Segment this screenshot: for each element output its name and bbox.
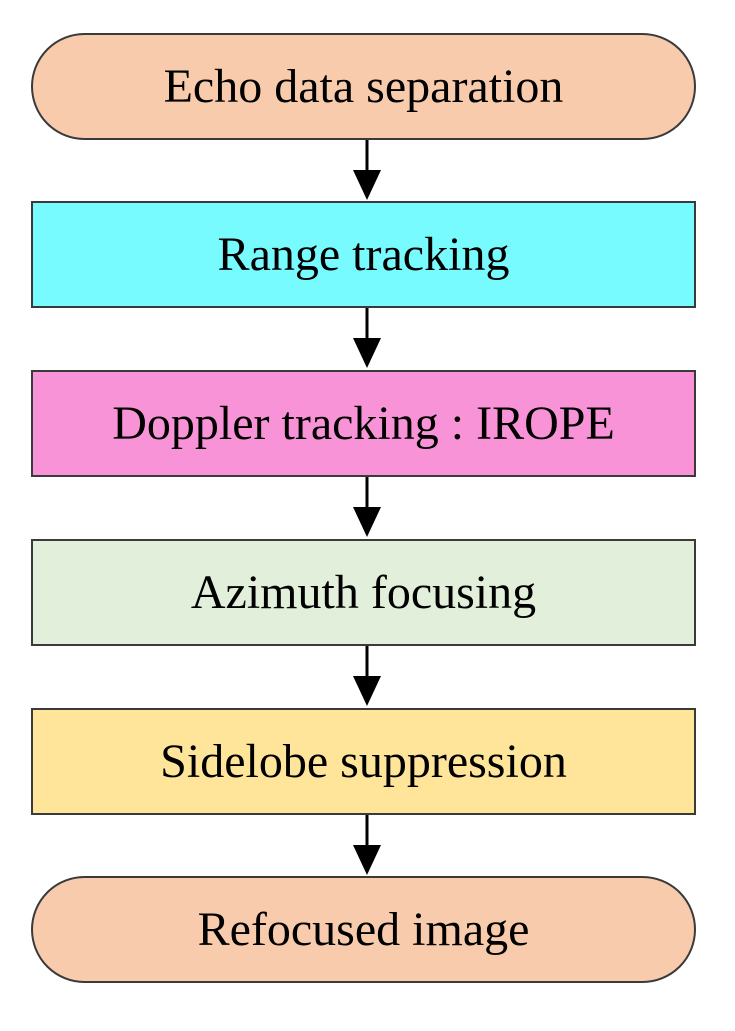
flow-node-sidelobe-suppression: Sidelobe suppression	[31, 708, 696, 815]
node-label: Doppler tracking : IROPE	[112, 396, 615, 450]
flow-node-range-tracking: Range tracking	[31, 201, 696, 308]
flow-node-azimuth-focusing: Azimuth focusing	[31, 539, 696, 646]
node-label: Range tracking	[217, 227, 510, 281]
flow-node-doppler-tracking: Doppler tracking : IROPE	[31, 370, 696, 477]
flow-arrow	[353, 646, 381, 706]
flow-arrow	[353, 815, 381, 875]
flow-arrow	[353, 140, 381, 200]
flow-node-echo-data-separation: Echo data separation	[31, 33, 696, 140]
flow-arrow	[353, 308, 381, 368]
node-label: Sidelobe suppression	[160, 734, 567, 788]
node-label: Azimuth focusing	[190, 565, 537, 619]
node-label: Refocused image	[197, 902, 530, 956]
flow-arrow	[353, 477, 381, 537]
node-label: Echo data separation	[163, 59, 564, 113]
flow-node-refocused-image: Refocused image	[31, 876, 696, 983]
